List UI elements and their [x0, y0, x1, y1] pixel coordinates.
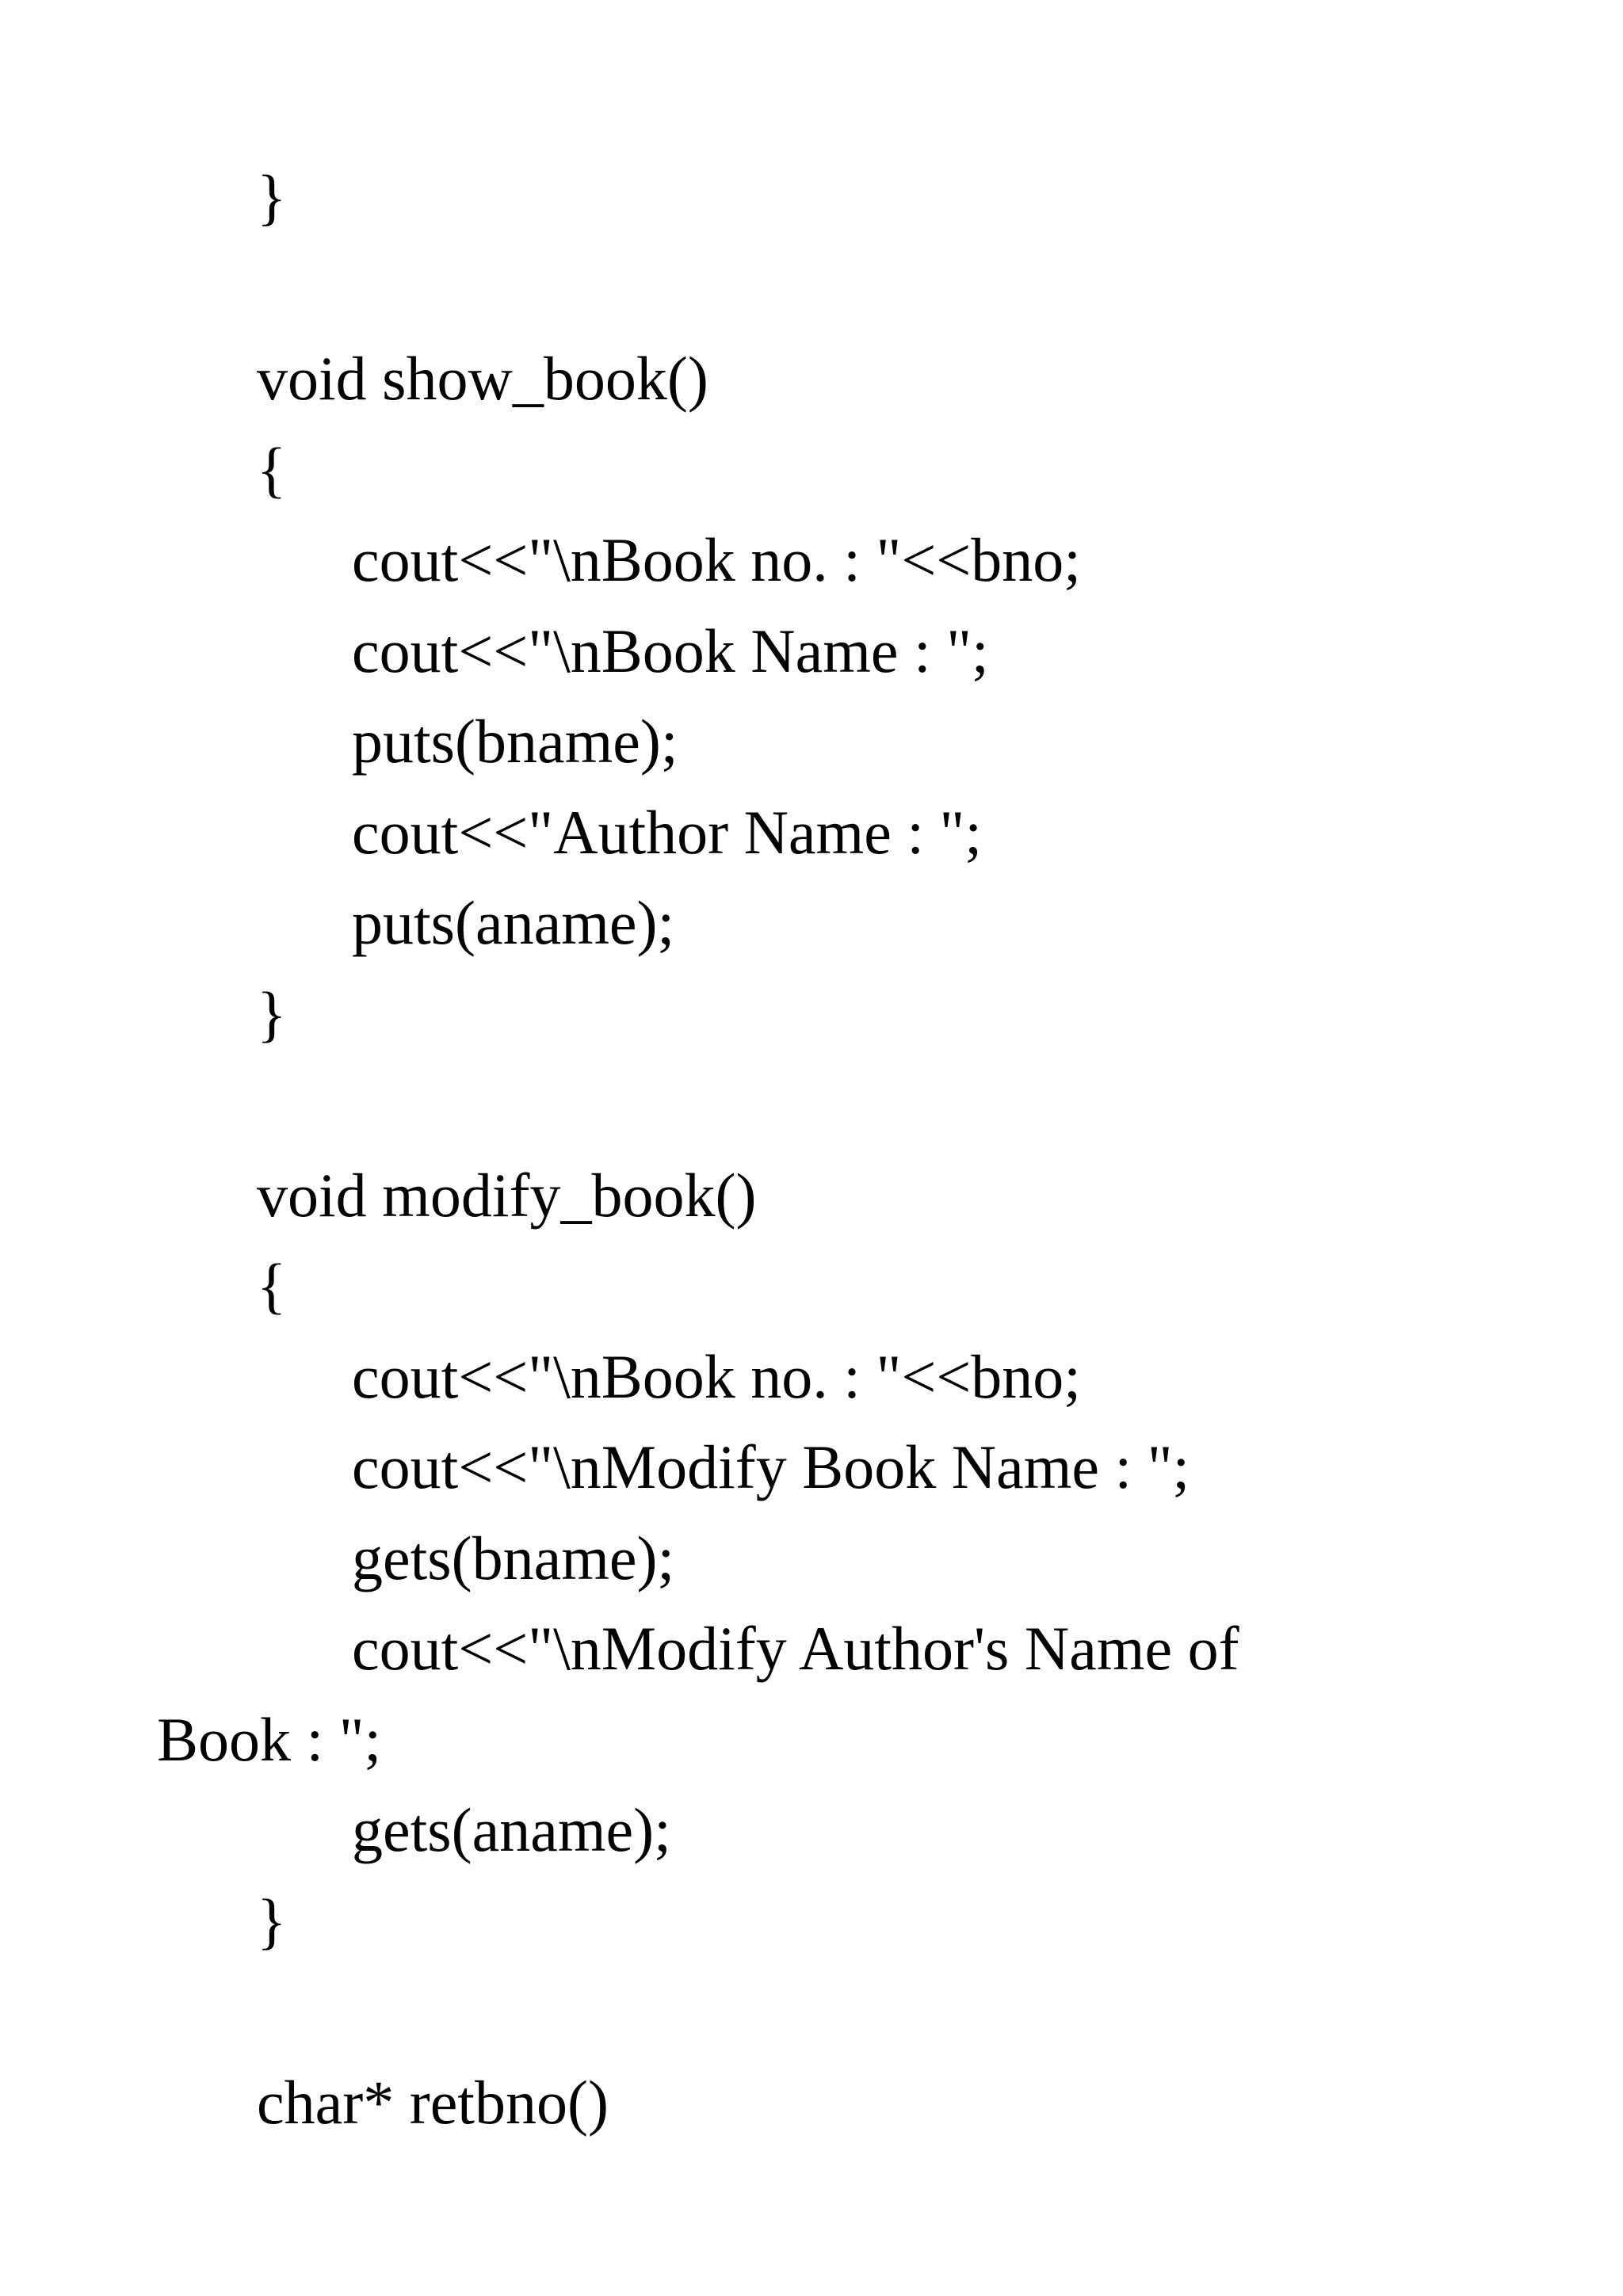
code-block: } void show_book() { cout<<"\nBook no. :…	[0, 162, 1623, 2137]
blank-line	[0, 1966, 1623, 2058]
code-line: puts(aname);	[352, 888, 675, 957]
code-line: cout<<"\nBook no. : "<<bno;	[352, 1341, 1081, 1411]
code-line: cout<<"\nBook no. : "<<bno;	[352, 525, 1081, 594]
code-line: {	[257, 1251, 287, 1320]
code-line: {	[257, 434, 287, 504]
code-line: }	[257, 978, 287, 1048]
code-line: cout<<"\nBook Name : ";	[352, 616, 989, 685]
code-line: cout<<"Author Name : ";	[352, 797, 983, 867]
code-line: puts(bname);	[352, 707, 678, 776]
code-line: }	[257, 1886, 287, 1955]
code-line: void modify_book()	[257, 1160, 757, 1230]
code-line: gets(bname);	[352, 1523, 675, 1592]
code-line: void show_book()	[257, 344, 708, 413]
code-line: gets(aname);	[352, 1795, 671, 1864]
blank-line	[0, 243, 1623, 334]
code-line: char* retbno()	[257, 2067, 609, 2137]
code-line: cout<<"\nModify Author's Name of	[352, 1614, 1239, 1683]
code-line: cout<<"\nModify Book Name : ";	[352, 1432, 1190, 1501]
code-line: }	[257, 162, 287, 231]
blank-line	[0, 1059, 1623, 1150]
code-line-wrapped: Book : ";	[157, 1704, 382, 1774]
